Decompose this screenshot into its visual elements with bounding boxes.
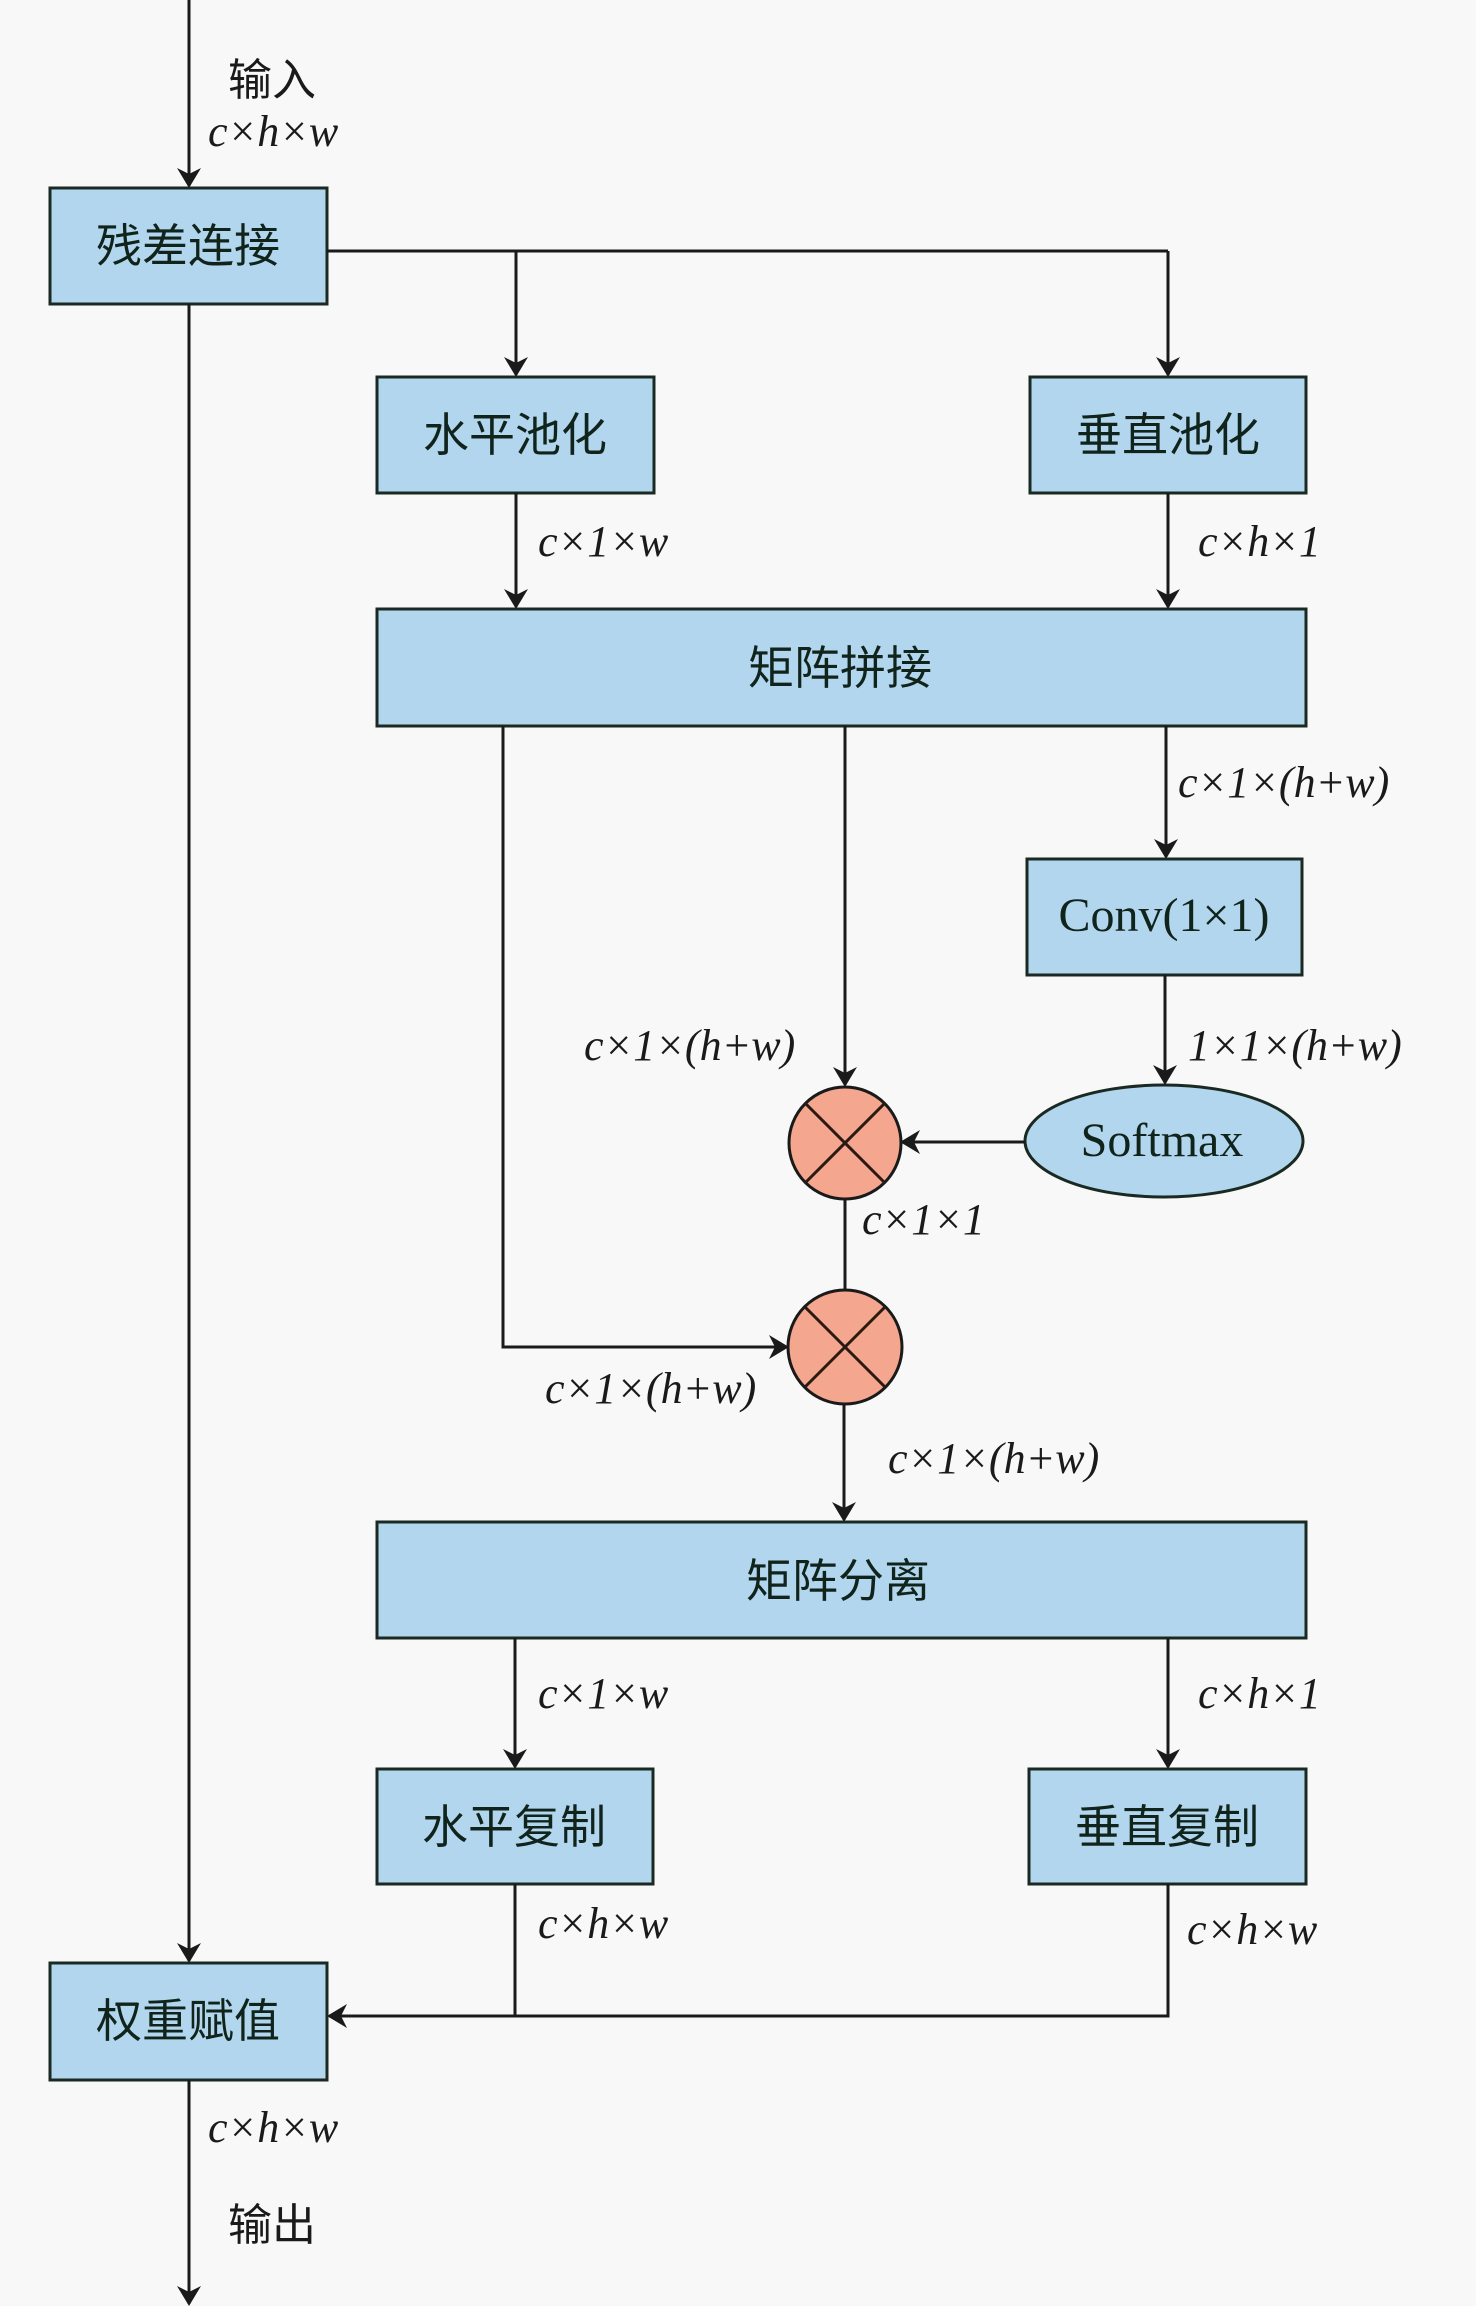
concat-node: 矩阵拼接 (375, 607, 1308, 728)
concat-to-conv-dim-label: c×1×(h+w) (1178, 758, 1389, 807)
h-copy-dim-label: c×h×w (538, 1899, 669, 1948)
concat-to-mult2-arrow (501, 726, 789, 1359)
h-pool-dim-label: c×1×w (538, 517, 669, 566)
weight-node: 权重赋值 (48, 1961, 329, 2082)
h-copy-node: 水平复制 (375, 1767, 655, 1886)
residual-label: 残差连接 (96, 219, 280, 273)
mult2-dim-label: c×1×(h+w) (888, 1434, 1099, 1483)
v-pool-node: 垂直池化 (1028, 375, 1308, 495)
conv-node: Conv(1×1) (1025, 857, 1304, 977)
input-label: 输入 (228, 55, 316, 106)
softmax-node: Softmax (1023, 1083, 1305, 1199)
h-copy-label: 水平复制 (422, 1800, 606, 1854)
v-copy-dim-label: c×h×w (1187, 1905, 1318, 1954)
weight-label: 权重赋值 (96, 1994, 280, 2048)
concat-to-mult1-dim-label: c×1×(h+w) (584, 1021, 795, 1070)
concat-label: 矩阵拼接 (748, 641, 932, 695)
split-label: 矩阵分离 (746, 1554, 930, 1608)
v-copy-to-weight-arrow (327, 1884, 1170, 2028)
h-pool-node: 水平池化 (375, 375, 656, 495)
split-node: 矩阵分离 (375, 1520, 1308, 1640)
mult1-dim-label: c×1×1 (862, 1195, 985, 1244)
v-pool-label: 垂直池化 (1076, 408, 1260, 462)
input-dim-label: c×h×w (208, 107, 339, 156)
output-dim-label: c×h×w (208, 2103, 339, 2152)
residual-node: 残差连接 (48, 186, 329, 306)
conv-label: Conv(1×1) (1058, 889, 1269, 942)
h-pool-label: 水平池化 (423, 408, 607, 462)
multiply-node-2 (786, 1288, 904, 1406)
v-pool-dim-label: c×h×1 (1198, 517, 1321, 566)
v-copy-node: 垂直复制 (1027, 1767, 1308, 1886)
v-copy-label: 垂直复制 (1075, 1800, 1259, 1854)
conv-dim-label: 1×1×(h+w) (1188, 1021, 1402, 1070)
split-v-dim-label: c×h×1 (1198, 1669, 1321, 1718)
softmax-label: Softmax (1081, 1114, 1244, 1167)
multiply-node-1 (787, 1085, 903, 1201)
split-h-dim-label: c×1×w (538, 1669, 669, 1718)
output-label: 输出 (228, 2200, 316, 2251)
concat-to-mult2-dim-label: c×1×(h+w) (545, 1364, 756, 1413)
